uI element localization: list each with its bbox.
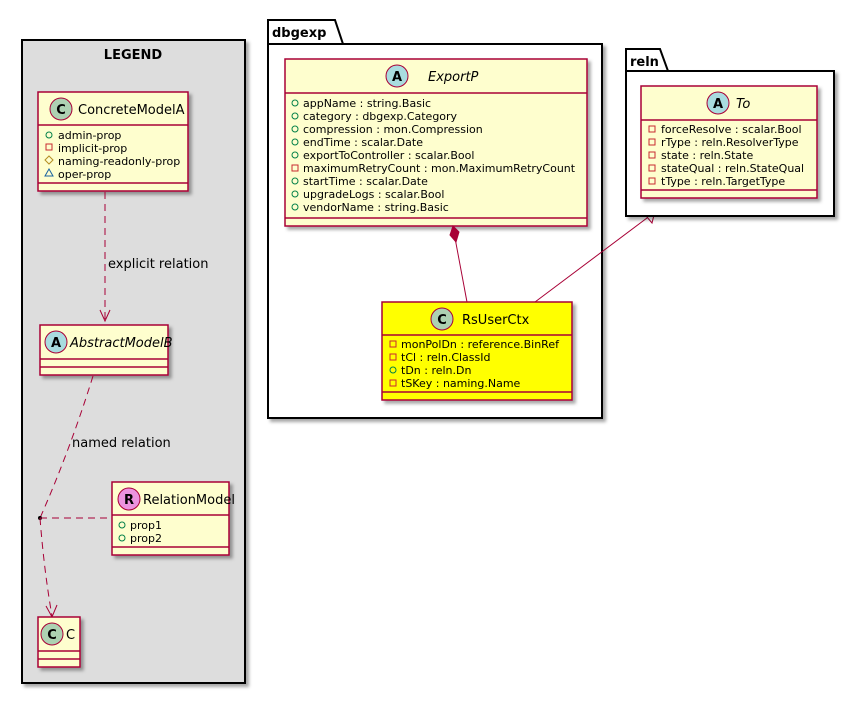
rs-user-ctx-class[interactable]: C RsUserCtx monPolDn : reference.BinRef … bbox=[381, 301, 573, 401]
concrete-model-a-name: ConcreteModelA bbox=[78, 103, 185, 118]
class-stereotype-letter: A bbox=[51, 336, 61, 351]
private-icon bbox=[291, 164, 299, 172]
public-icon bbox=[291, 177, 299, 185]
public-icon bbox=[291, 125, 299, 133]
public-icon bbox=[118, 521, 126, 529]
attribute: stateQual : reln.StateQual bbox=[661, 162, 804, 175]
public-icon bbox=[291, 112, 299, 120]
attribute: tType : reln.TargetType bbox=[661, 175, 785, 188]
abstract-model-b-class[interactable]: A AbstractModelB bbox=[39, 324, 173, 376]
composition-edge bbox=[449, 225, 468, 303]
attribute: admin-prop bbox=[58, 129, 121, 142]
concrete-model-a-class[interactable]: C ConcreteModelA admin-prop implicit-pro… bbox=[37, 91, 189, 192]
export-p-class[interactable]: A ExportP appName : string.Basic categor… bbox=[284, 58, 588, 227]
private-icon bbox=[648, 164, 656, 172]
attribute: prop1 bbox=[130, 519, 162, 532]
c-class[interactable]: C C bbox=[37, 616, 81, 668]
public-icon bbox=[291, 138, 299, 146]
export-p-name: ExportP bbox=[428, 70, 479, 85]
public-icon bbox=[118, 534, 126, 542]
reln-package-title: reln bbox=[630, 55, 659, 70]
attribute: vendorName : string.Basic bbox=[303, 201, 449, 214]
attribute: tSKey : naming.Name bbox=[401, 377, 521, 390]
composition-diamond bbox=[449, 225, 460, 244]
attribute: monPolDn : reference.BinRef bbox=[401, 338, 560, 351]
public-icon bbox=[389, 366, 397, 374]
to-name: To bbox=[736, 97, 750, 112]
private-icon bbox=[45, 143, 53, 151]
public-icon bbox=[45, 131, 53, 139]
class-stereotype-letter: A bbox=[713, 97, 723, 112]
class-stereotype-letter: C bbox=[56, 103, 66, 118]
attribute: tDn : reln.Dn bbox=[401, 364, 471, 377]
c-name: C bbox=[66, 628, 75, 643]
attribute: upgradeLogs : scalar.Bool bbox=[303, 188, 444, 201]
private-icon bbox=[648, 125, 656, 133]
class-stereotype-letter: A bbox=[392, 70, 402, 85]
attribute: maximumRetryCount : mon.MaximumRetryCoun… bbox=[303, 162, 576, 175]
private-icon bbox=[648, 151, 656, 159]
class-stereotype-icon bbox=[117, 487, 141, 511]
relation-model-name: RelationModel bbox=[143, 493, 235, 508]
public-icon bbox=[291, 203, 299, 211]
private-icon bbox=[389, 340, 397, 348]
private-icon bbox=[389, 353, 397, 361]
class-stereotype-icon bbox=[40, 622, 64, 646]
dbgexp-package-title: dbgexp bbox=[272, 26, 326, 41]
attribute: startTime : scalar.Date bbox=[303, 175, 428, 188]
abstract-model-b-name: AbstractModelB bbox=[69, 336, 173, 351]
class-stereotype-icon bbox=[385, 64, 409, 88]
attribute: category : dbgexp.Category bbox=[303, 110, 458, 123]
explicit-relation-edge: explicit relation bbox=[99, 192, 208, 323]
class-stereotype-icon bbox=[706, 91, 730, 115]
attribute: state : reln.State bbox=[661, 149, 753, 162]
private-icon bbox=[648, 138, 656, 146]
class-stereotype-letter: C bbox=[437, 313, 447, 328]
public-icon bbox=[291, 151, 299, 159]
attribute: tCl : reln.ClassId bbox=[401, 351, 491, 364]
class-stereotype-letter: C bbox=[47, 628, 57, 643]
class-stereotype-icon bbox=[49, 97, 73, 121]
rs-user-ctx-name: RsUserCtx bbox=[462, 313, 530, 328]
named-relation-label: named relation bbox=[72, 436, 171, 451]
attribute: prop2 bbox=[130, 532, 162, 545]
attribute: rType : reln.ResolverType bbox=[661, 136, 799, 149]
private-icon bbox=[648, 177, 656, 185]
attribute: appName : string.Basic bbox=[303, 97, 431, 110]
attribute: endTime : scalar.Date bbox=[303, 136, 423, 149]
class-stereotype-letter: R bbox=[124, 493, 134, 508]
class-stereotype-icon bbox=[430, 307, 454, 331]
explicit-relation-label: explicit relation bbox=[108, 257, 208, 272]
class-stereotype-icon bbox=[44, 330, 68, 354]
attribute: exportToController : scalar.Bool bbox=[303, 149, 474, 162]
private-icon bbox=[389, 379, 397, 387]
attribute: forceResolve : scalar.Bool bbox=[661, 123, 802, 136]
protected-icon bbox=[44, 155, 54, 165]
public-icon bbox=[291, 190, 299, 198]
package-icon bbox=[44, 167, 54, 177]
attribute: implicit-prop bbox=[58, 142, 127, 155]
attribute: oper-prop bbox=[58, 168, 111, 181]
attribute: naming-readonly-prop bbox=[58, 155, 180, 168]
legend-title: LEGEND bbox=[104, 48, 163, 63]
attribute: compression : mon.Compression bbox=[303, 123, 483, 136]
to-class[interactable]: A To forceResolve : scalar.Bool rType : … bbox=[640, 85, 818, 199]
relation-model-class[interactable]: R RelationModel prop1 prop2 bbox=[111, 481, 235, 556]
named-relation-edge: named relation bbox=[38, 375, 171, 619]
public-icon bbox=[291, 99, 299, 107]
